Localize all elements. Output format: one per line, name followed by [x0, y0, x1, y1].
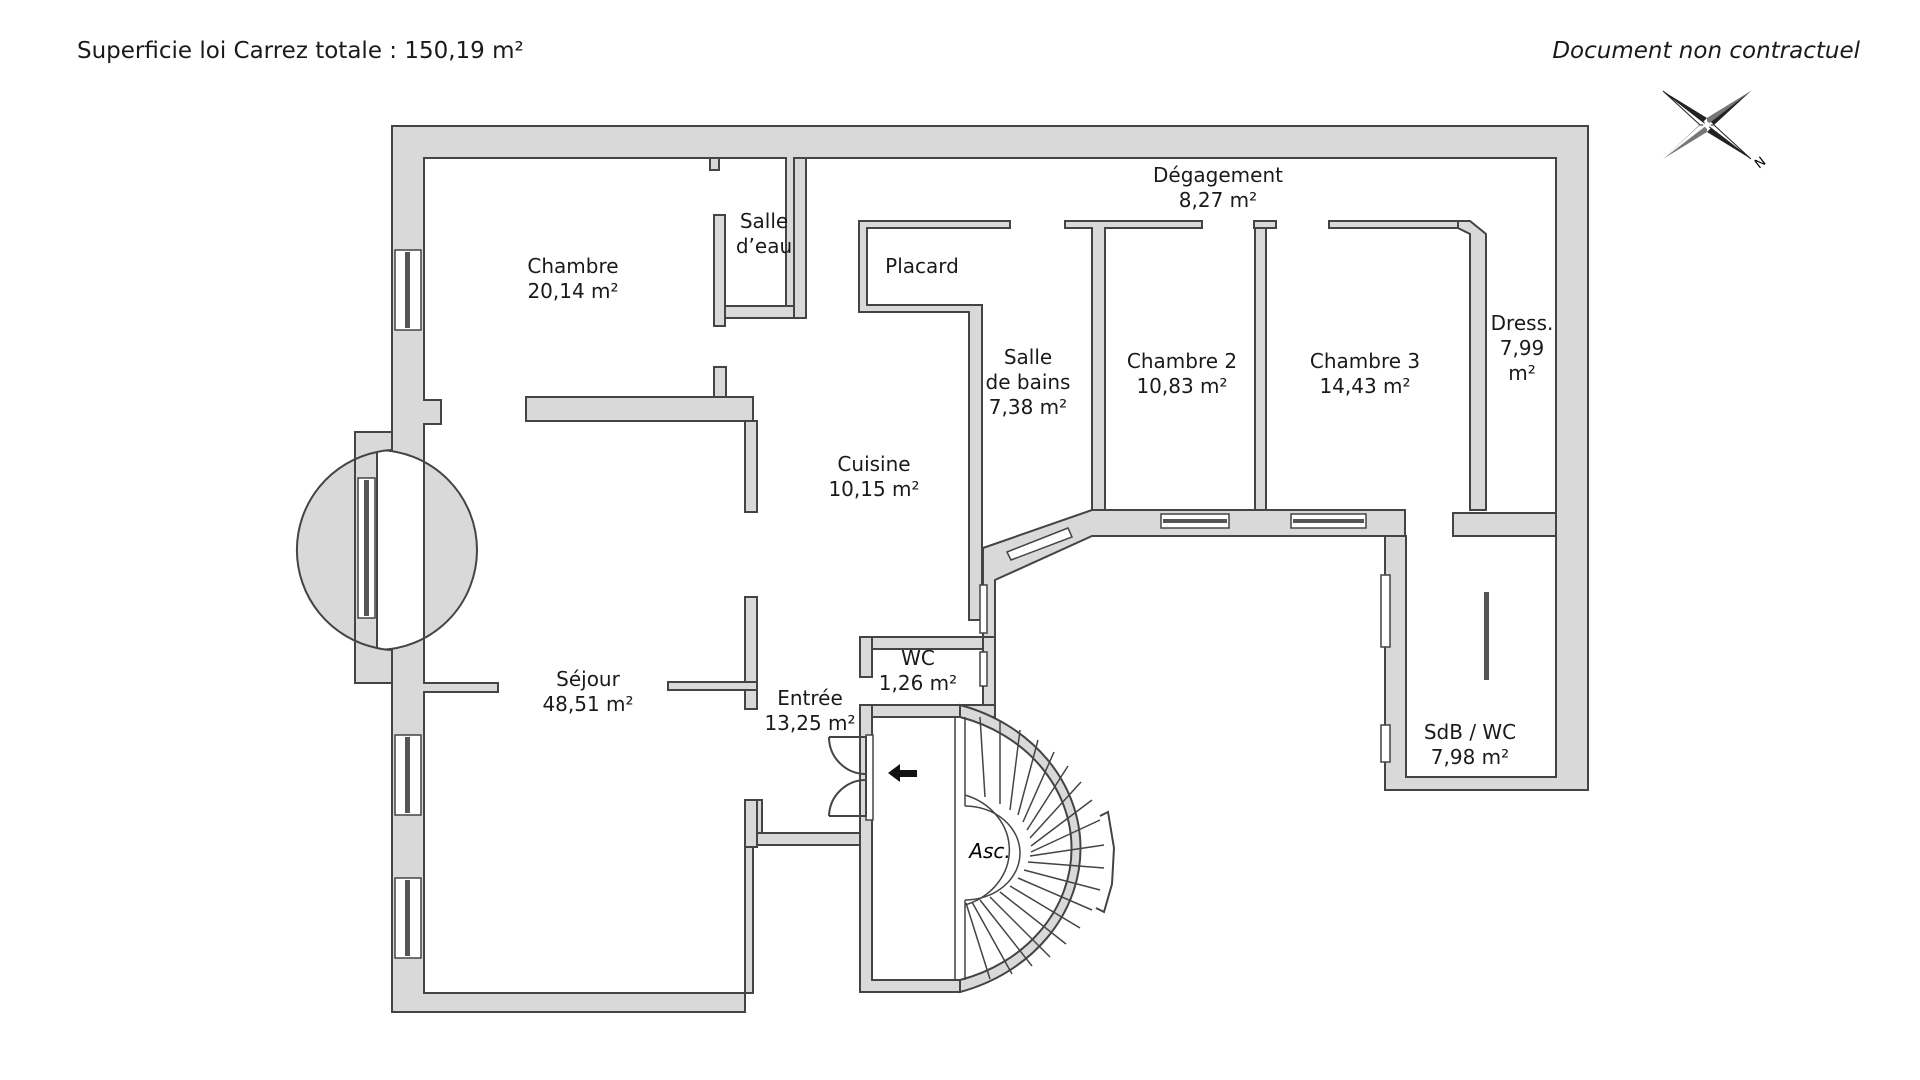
staircase — [954, 716, 1116, 980]
room-name: Dégagement — [1153, 163, 1283, 187]
room-area: 7,38 m² — [989, 395, 1067, 419]
disclaimer-label: Document non contractuel — [1552, 38, 1860, 64]
elevator-label: Asc. — [967, 839, 1010, 863]
room-area: 1,26 m² — [879, 671, 957, 695]
entrance-door[interactable] — [828, 736, 867, 817]
room-name: SdB / WC — [1424, 720, 1516, 744]
room-area: 13,25 m² — [764, 711, 855, 735]
room-area: 7,98 m² — [1431, 745, 1509, 769]
room-name: Salle — [740, 209, 788, 233]
room-name: Chambre — [527, 254, 618, 278]
room-area: 10,83 m² — [1136, 374, 1227, 398]
room-name: Chambre 2 — [1127, 349, 1237, 373]
compass-rose-icon: N — [1662, 90, 1769, 172]
room-name: Chambre 3 — [1310, 349, 1420, 373]
room-name: Séjour — [556, 667, 620, 691]
room-salle-bains: Salle de bains 7,38 m² — [986, 345, 1071, 419]
room-chambre-3: Chambre 3 14,43 m² — [1310, 349, 1420, 398]
room-name: d’eau — [736, 234, 792, 258]
room-wc: WC 1,26 m² — [879, 646, 957, 695]
room-sejour: Séjour 48,51 m² — [542, 667, 633, 716]
room-entree: Entrée 13,25 m² — [764, 686, 855, 735]
room-name: Cuisine — [837, 452, 910, 476]
total-area-label: Superficie loi Carrez totale : 150,19 m² — [77, 38, 524, 64]
room-area: 48,51 m² — [542, 692, 633, 716]
room-name: Placard — [885, 254, 959, 278]
room-chambre-2: Chambre 2 10,83 m² — [1127, 349, 1237, 398]
room-area: 14,43 m² — [1319, 374, 1410, 398]
exterior-walls — [295, 125, 1589, 1013]
room-name: Dress. — [1491, 311, 1554, 335]
room-area: 8,27 m² — [1179, 188, 1257, 212]
windows — [357, 249, 1489, 959]
room-name: de bains — [986, 370, 1071, 394]
room-degagement: Dégagement 8,27 m² — [1153, 163, 1283, 212]
room-area: 10,15 m² — [828, 477, 919, 501]
room-sdb-wc: SdB / WC 7,98 m² — [1424, 720, 1516, 769]
room-area: 7,99 — [1500, 336, 1545, 360]
room-area: m² — [1508, 361, 1536, 385]
room-dress: Dress. 7,99 m² — [1491, 311, 1554, 385]
room-cuisine: Cuisine 10,15 m² — [828, 452, 919, 501]
room-name: WC — [901, 646, 935, 670]
entry-arrow-icon — [888, 764, 917, 782]
room-name: Salle — [1004, 345, 1052, 369]
room-placard: Placard — [885, 254, 959, 278]
room-name: Entrée — [777, 686, 843, 710]
room-chambre: Chambre 20,14 m² — [527, 254, 618, 303]
room-area: 20,14 m² — [527, 279, 618, 303]
compass-north-label: N — [1752, 154, 1769, 172]
room-salle-eau: Salle d’eau — [736, 209, 792, 258]
